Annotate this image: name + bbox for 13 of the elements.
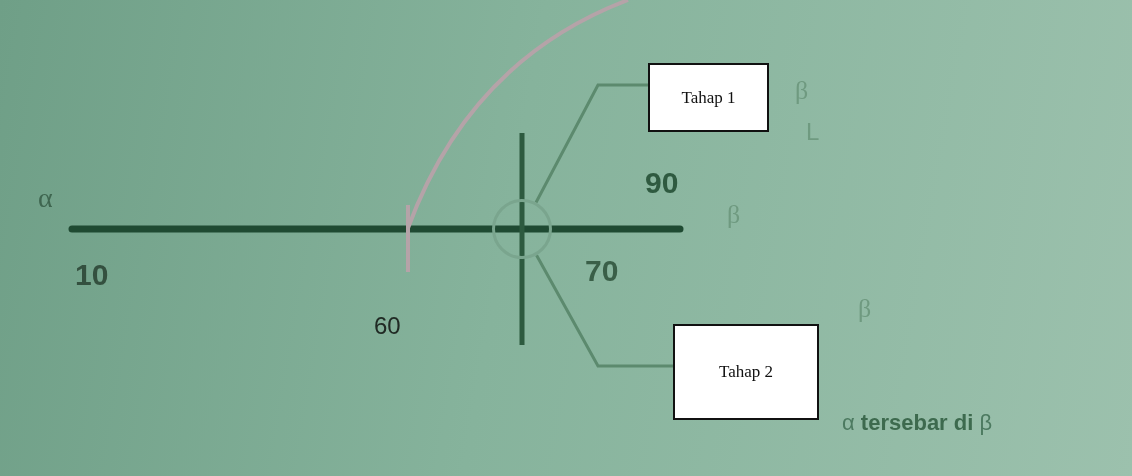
box-text: Tahap 2 [718,362,773,382]
label-box [673,324,819,420]
faint-circle [492,199,552,259]
number-label: 70 [585,256,619,286]
number-label: 90 [645,168,679,198]
number-label: 60 [374,314,401,338]
leader-line [535,254,673,368]
label-box [648,63,769,132]
leader-line [534,83,648,204]
caption-text: α tersebar di β [842,412,993,434]
box-text: Tahap 1 [681,87,736,108]
greek-letter: α [38,184,53,212]
number-label: 10 [75,260,109,290]
